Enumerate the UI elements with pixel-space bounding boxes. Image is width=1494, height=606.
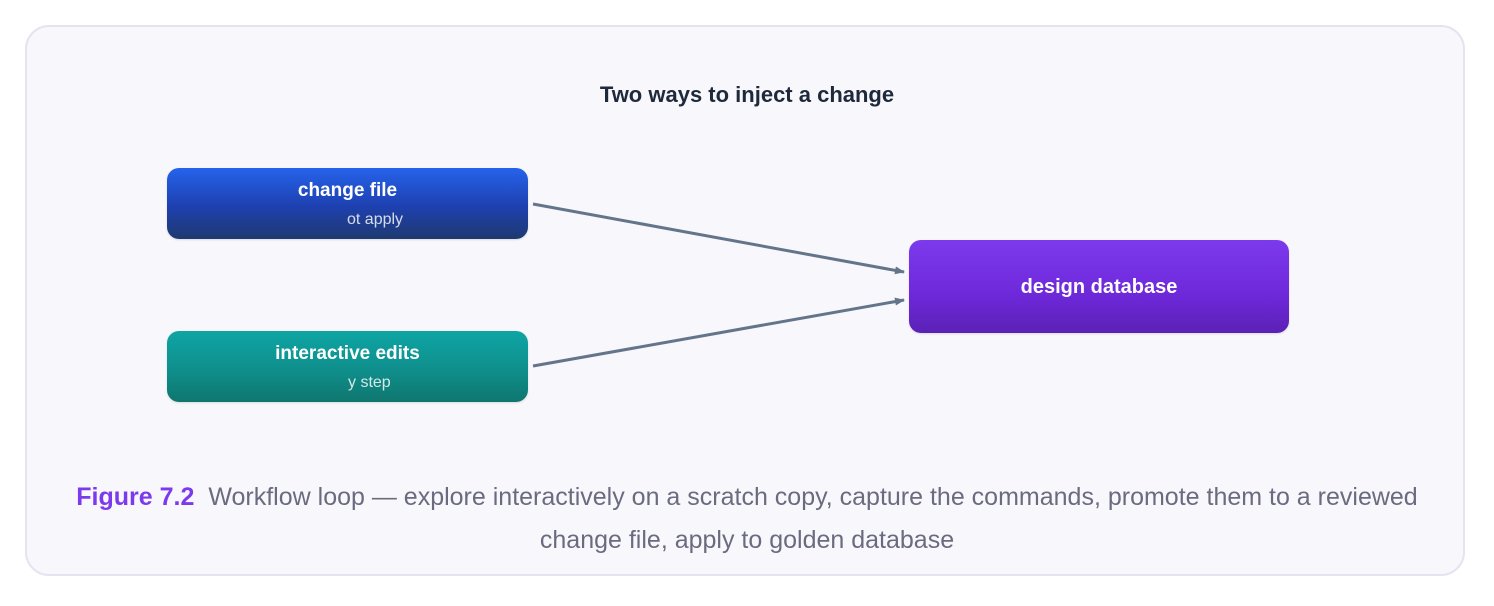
node-design-database-title: design database [1020, 275, 1178, 298]
node-change-file: change file ot apply [167, 168, 528, 239]
node-design-database: design database [909, 240, 1289, 333]
edge-change-file-to-database [532, 202, 905, 275]
node-change-file-subtitle: ot apply [347, 211, 404, 228]
diagram-title: Two ways to inject a change [599, 82, 895, 107]
node-interactive-edits: interactive edits y step [167, 331, 528, 402]
node-interactive-edits-subtitle: y step [348, 374, 391, 391]
figure-caption-text: Workflow loop — explore interactively on… [208, 483, 1418, 554]
figure-caption: Figure 7.2 Workflow loop — explore intera… [60, 476, 1434, 562]
edge-interactive-edits-to-database [532, 297, 905, 368]
figure-label: Figure 7.2 [76, 483, 195, 511]
node-interactive-edits-title: interactive edits [275, 343, 420, 364]
node-change-file-title: change file [297, 180, 398, 201]
